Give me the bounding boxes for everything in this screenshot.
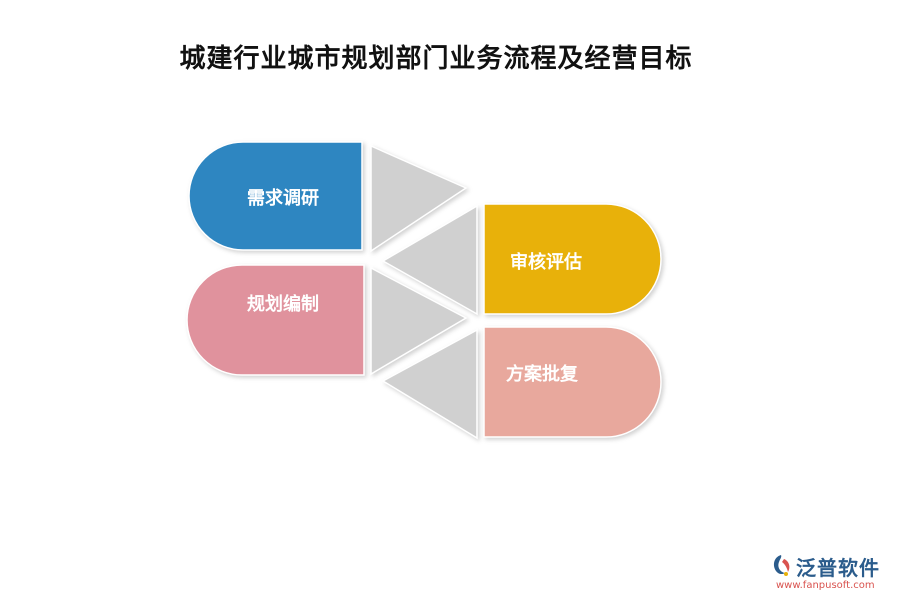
fanpu-logo-icon xyxy=(773,555,790,576)
arrow-right-2 xyxy=(370,266,468,376)
watermark: 泛普软件 www.fanpusoft.com xyxy=(768,552,893,598)
step-2-shape: 审核评估 xyxy=(483,203,662,315)
step-4-label: 方案批复 xyxy=(506,363,579,385)
watermark-url: www.fanpusoft.com xyxy=(776,580,875,591)
watermark-name: 泛普软件 xyxy=(796,556,880,580)
step-2-label: 审核评估 xyxy=(510,251,582,273)
step-1-label: 需求调研 xyxy=(247,187,319,209)
step-4-shape: 方案批复 xyxy=(483,326,662,438)
step-3-label: 规划编制 xyxy=(247,293,319,315)
step-4-block xyxy=(483,326,662,438)
step-1-block xyxy=(188,141,363,251)
step-3-block xyxy=(186,264,365,376)
arrow-right-1 xyxy=(370,144,468,253)
arrow-left-1 xyxy=(381,204,478,316)
step-1-shape: 需求调研 xyxy=(188,141,363,251)
step-3-shape: 规划编制 xyxy=(186,264,365,376)
page-title: 城建行业城市规划部门业务流程及经营目标 xyxy=(179,44,693,74)
step-2-block xyxy=(483,203,662,315)
arrow-left-2 xyxy=(381,328,478,440)
